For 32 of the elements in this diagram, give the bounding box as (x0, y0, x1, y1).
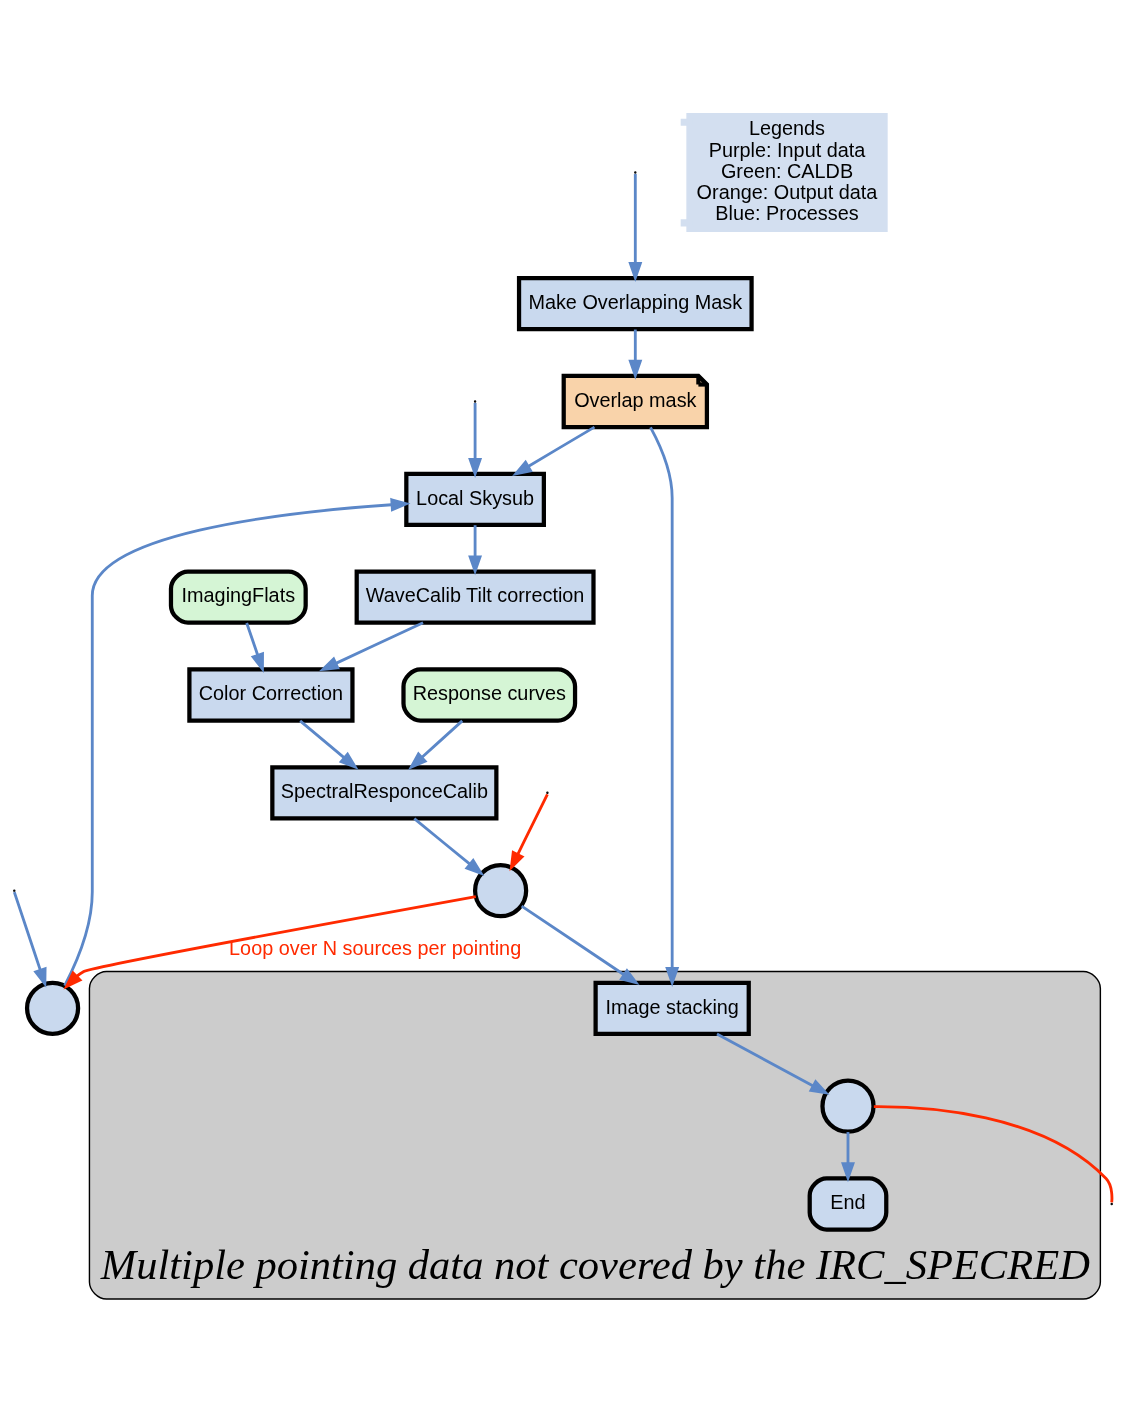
node-circle (820, 1078, 876, 1134)
node-circle (24, 980, 81, 1036)
node-box: WaveCalib Tilt correction (354, 569, 596, 625)
connector (873, 1105, 1114, 1203)
node-box: Make Overlapping Mask (516, 276, 754, 332)
node-circle (472, 863, 529, 919)
arrow (509, 793, 549, 872)
arrow (63, 497, 411, 987)
arrow (468, 403, 483, 478)
arrow (841, 1132, 855, 1183)
node-box: ImagingFlats (168, 569, 308, 625)
arrow (512, 425, 596, 476)
arrow (413, 817, 485, 876)
arrow (318, 621, 424, 672)
arrow (63, 895, 476, 990)
arrow (628, 329, 643, 380)
arrow (408, 719, 464, 770)
arrow (649, 426, 680, 987)
node-box: Local Skysub (404, 471, 546, 527)
node-box: SpectralResponceCalib (270, 765, 499, 821)
arrow (299, 719, 359, 770)
arrow (716, 1032, 830, 1095)
arrow (245, 622, 264, 673)
node-box: Image stacking (593, 980, 751, 1036)
node-box: Color Correction (187, 667, 355, 723)
arrow (628, 174, 643, 282)
arrow (520, 904, 640, 986)
edge-label: Loop over N sources per pointing (229, 936, 522, 959)
arrow (12, 891, 47, 988)
arrow (468, 525, 483, 576)
node-box: Response curves (401, 667, 578, 723)
node-box: End (807, 1176, 889, 1232)
